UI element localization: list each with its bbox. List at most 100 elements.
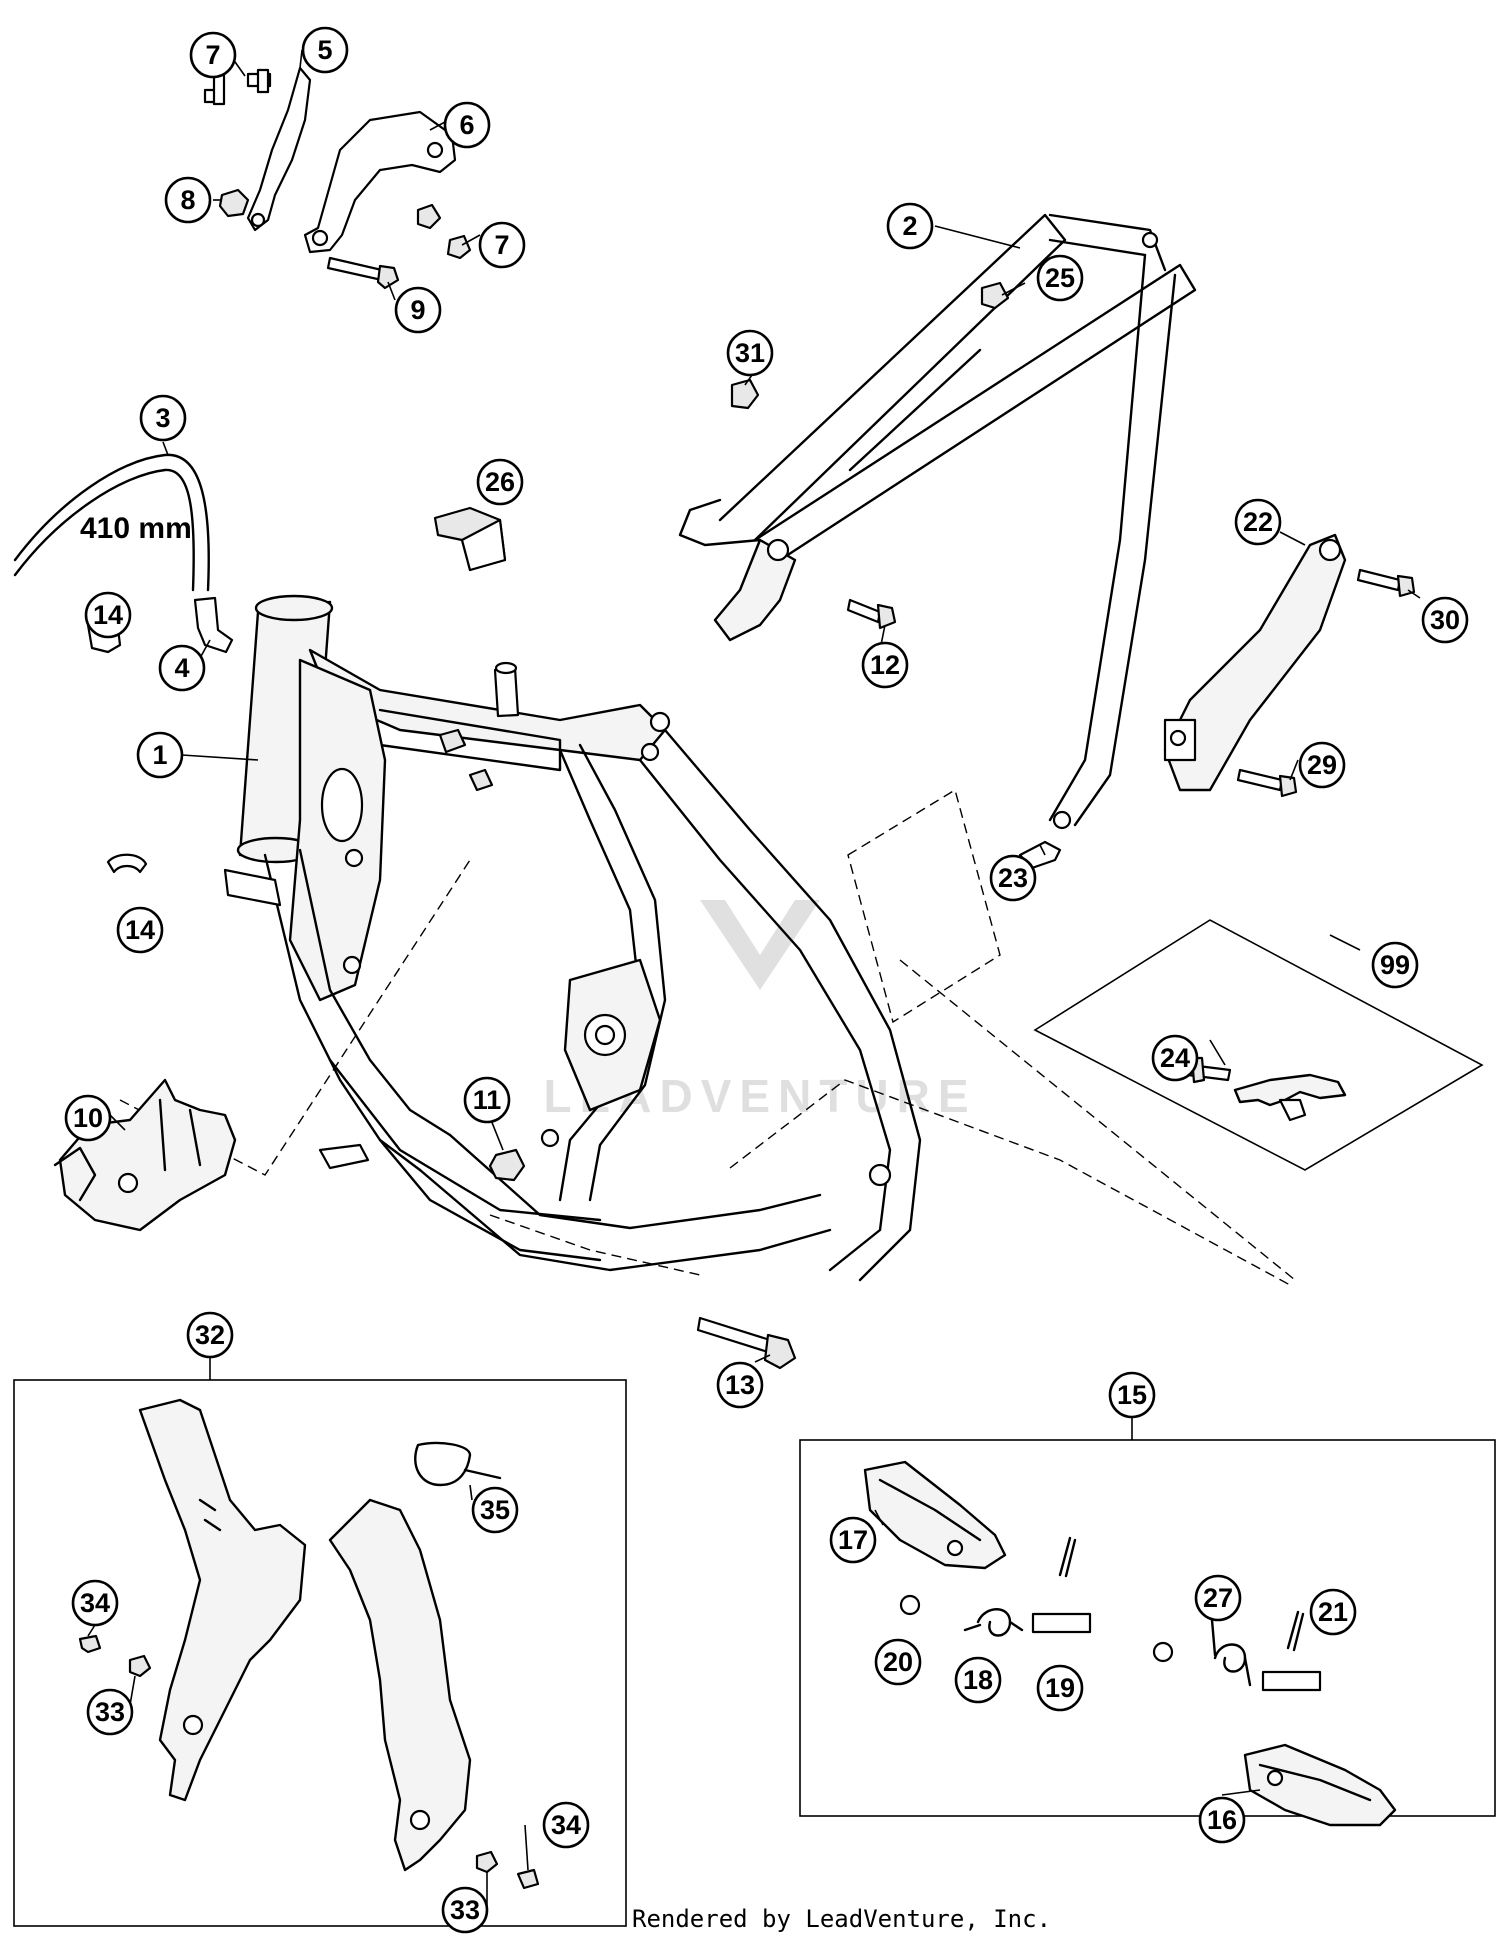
callout-17: 17 (829, 1516, 877, 1564)
part-18-spring-left (963, 1608, 1024, 1637)
callout-7b: 7 (478, 221, 526, 269)
callout-18: 18 (954, 1656, 1002, 1704)
credit-text: Rendered by LeadVenture, Inc. (632, 1905, 1052, 1933)
part-22-slider (1163, 533, 1347, 792)
callout-99-label: 99 (1380, 950, 1410, 980)
callout-35-label: 35 (480, 1495, 510, 1525)
callout-11-label: 11 (473, 1085, 502, 1115)
callout-14a-label: 14 (93, 600, 123, 630)
callout-1: 1 (136, 731, 184, 779)
callout-5-label: 5 (317, 35, 332, 65)
callout-32-label: 32 (195, 1320, 225, 1350)
callout-8-label: 8 (180, 185, 195, 215)
callout-29-label: 29 (1307, 750, 1337, 780)
callout-35: 35 (471, 1486, 519, 1534)
callout-26-label: 26 (485, 467, 515, 497)
callout-14b: 14 (116, 906, 164, 954)
callout-7a: 7 (189, 31, 237, 79)
callout-6: 6 (443, 101, 491, 149)
callout-12: 12 (861, 641, 909, 689)
dashed-connector-d (489, 1214, 701, 1276)
callout-9-label: 9 (410, 295, 425, 325)
callout-34a-label: 34 (80, 1588, 110, 1618)
callout-19: 19 (1036, 1664, 1084, 1712)
callout-14a: 14 (84, 591, 132, 639)
box-99 (1033, 919, 1484, 1171)
callout-13: 13 (716, 1361, 764, 1409)
callout-19-label: 19 (1045, 1673, 1075, 1703)
part-24-lever (1186, 1056, 1347, 1122)
callout-20-label: 20 (883, 1647, 913, 1677)
part-2-subframe (678, 213, 1197, 830)
callout-16-label: 16 (1207, 1805, 1237, 1835)
callout-8: 8 (164, 176, 212, 224)
callout-20: 20 (874, 1638, 922, 1686)
callout-23: 23 (989, 854, 1037, 902)
part-7-pins (203, 68, 472, 260)
callout-7a-label: 7 (205, 40, 220, 70)
callout-29: 29 (1298, 741, 1346, 789)
callout-23-label: 23 (998, 863, 1028, 893)
hose-3 (13, 453, 210, 592)
callout-31-label: 31 (735, 338, 765, 368)
callout-14b-label: 14 (125, 915, 155, 945)
part-33-nut-a (128, 1654, 152, 1678)
callout-9: 9 (394, 286, 442, 334)
callout-18-label: 18 (963, 1665, 993, 1695)
dashed-connector-c (729, 1079, 1291, 1286)
part-9-bolt (326, 256, 400, 290)
callout-6-label: 6 (459, 110, 474, 140)
callout-33a: 33 (86, 1688, 134, 1736)
callout-7b-label: 7 (494, 230, 509, 260)
callout-12-label: 12 (870, 650, 900, 680)
callout-10: 10 (64, 1094, 112, 1142)
callout-4-label: 4 (174, 653, 189, 683)
callout-30: 30 (1421, 596, 1469, 644)
part-20-washer-right (1152, 1641, 1174, 1663)
callout-26: 26 (476, 458, 524, 506)
part-27-spring-right (1210, 1618, 1252, 1687)
dashed-outline-23 (847, 788, 1001, 1024)
callout-24: 24 (1151, 1034, 1199, 1082)
part-16-footpeg-right (1243, 1743, 1397, 1827)
callout-25-label: 25 (1045, 263, 1075, 293)
part-8-nut (218, 188, 250, 218)
callout-21: 21 (1309, 1588, 1357, 1636)
callout-11: 11 (463, 1076, 511, 1124)
callout-34b-label: 34 (551, 1810, 581, 1840)
part-35-cable-tie (414, 1441, 502, 1487)
frame-guard-right (328, 1498, 472, 1872)
callout-13-label: 13 (725, 1370, 755, 1400)
part-12-screw (846, 598, 897, 630)
part-29-bolt (1236, 768, 1298, 798)
part-1-main-frame (223, 594, 922, 1282)
hose-length-label: 410 mm (80, 512, 192, 545)
part-6-bracket (303, 110, 457, 254)
callout-34a: 34 (71, 1579, 119, 1627)
part-34-screw-a (78, 1634, 102, 1654)
part-19-pin-left (1031, 1612, 1092, 1634)
frame-guard-left (138, 1398, 307, 1802)
cotter-pin-left (1058, 1536, 1077, 1578)
part-11-nut (488, 1148, 526, 1182)
dashed-connector-b (899, 959, 1296, 1281)
callout-27: 27 (1194, 1574, 1242, 1622)
callout-31: 31 (726, 329, 774, 377)
callout-30-label: 30 (1430, 605, 1460, 635)
callout-16: 16 (1198, 1796, 1246, 1844)
callout-27-label: 27 (1203, 1583, 1233, 1613)
part-25-nut (980, 281, 1010, 310)
part-4-fitting (193, 596, 234, 654)
callout-21-label: 21 (1318, 1597, 1348, 1627)
part-13-bolt (696, 1316, 797, 1370)
callout-22: 22 (1234, 498, 1282, 546)
callout-34b: 34 (542, 1801, 590, 1849)
leader-lines (87, 49, 1421, 1910)
part-21-cotter-pin (1286, 1610, 1305, 1652)
part-10-guard (53, 1078, 237, 1232)
callout-33b: 33 (441, 1886, 489, 1934)
callout-24-label: 24 (1160, 1043, 1190, 1073)
callout-32: 32 (186, 1311, 234, 1359)
callout-3-label: 3 (155, 403, 170, 433)
